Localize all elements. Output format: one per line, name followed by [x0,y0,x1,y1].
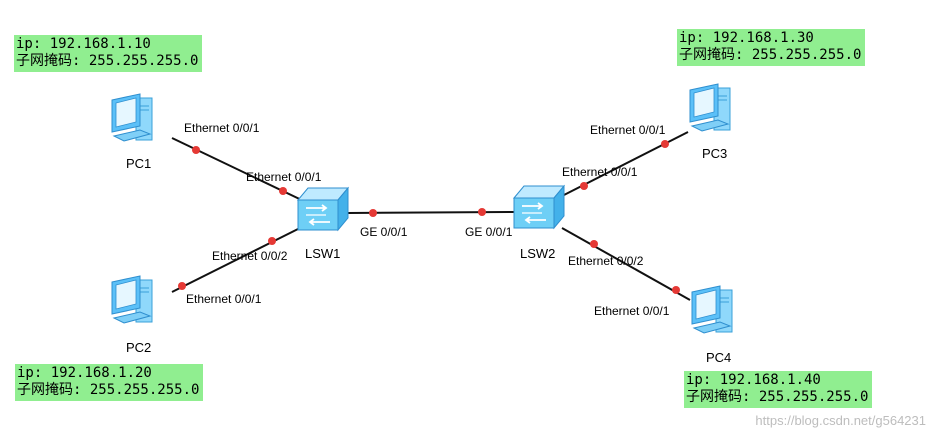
pc1-node[interactable]: PC1 [111,93,153,171]
lsw1-port-pc2-label: Ethernet 0/0/2 [212,249,288,263]
lsw1-uplink-label: GE 0/0/1 [360,225,408,239]
pc2-mask: 子网掩码: 255.255.255.0 [17,382,200,398]
port-dot [580,182,588,190]
lsw2-node[interactable]: LSW2 [513,185,565,261]
port-dot [192,146,200,154]
link-pc2-lsw1 [171,227,301,293]
lsw2-label: LSW2 [520,246,555,261]
pc1-label: PC1 [126,156,151,171]
link-lsw2-pc4 [561,227,691,301]
pc4-info-box: ip: 192.168.1.40 子网掩码: 255.255.255.0 [684,371,873,408]
pc3-node[interactable]: PC3 [689,83,731,161]
port-labels: Ethernet 0/0/1 Ethernet 0/0/1 Ethernet 0… [184,121,670,318]
pc2-label: PC2 [126,340,151,355]
port-dots [178,140,680,294]
pc2-port-label: Ethernet 0/0/1 [186,292,262,306]
lsw2-uplink-label: GE 0/0/1 [465,225,513,239]
lsw1-label: LSW1 [305,246,340,261]
port-dot [268,237,276,245]
pc1-ip: ip: 192.168.1.10 [16,36,151,52]
port-dot [178,282,186,290]
pc-icon [691,285,733,334]
pc4-label: PC4 [706,350,731,365]
pc3-ip: ip: 192.168.1.30 [679,30,814,46]
pc4-mask: 子网掩码: 255.255.255.0 [686,389,869,405]
port-dot [590,240,598,248]
lsw1-port-pc1-label: Ethernet 0/0/1 [246,170,322,184]
pc-icon [689,83,731,132]
pc3-mask: 子网掩码: 255.255.255.0 [679,47,862,63]
pc3-label: PC3 [702,146,727,161]
pc-icon [111,275,153,324]
pc1-info-box: ip: 192.168.1.10 子网掩码: 255.255.255.0 [14,35,203,72]
pc2-node[interactable]: PC2 [111,275,153,355]
port-dot [661,140,669,148]
switch-icon [297,187,349,231]
pc1-port-label: Ethernet 0/0/1 [184,121,260,135]
switch-icon [513,185,565,229]
watermark: https://blog.csdn.net/g564231 [755,413,926,428]
port-dot [672,286,680,294]
pc-icon [111,93,153,142]
pc2-ip: ip: 192.168.1.20 [17,365,152,381]
links [171,131,691,301]
port-dot [369,209,377,217]
pc4-node[interactable]: PC4 [691,285,733,365]
pc4-port-label: Ethernet 0/0/1 [594,304,670,318]
port-dot [478,208,486,216]
pc4-ip: ip: 192.168.1.40 [686,372,821,388]
lsw2-port-pc3-label: Ethernet 0/0/1 [562,165,638,179]
port-dot [279,187,287,195]
pc3-info-box: ip: 192.168.1.30 子网掩码: 255.255.255.0 [677,29,866,66]
pc2-info-box: ip: 192.168.1.20 子网掩码: 255.255.255.0 [15,364,204,401]
lsw2-port-pc4-label: Ethernet 0/0/2 [568,254,644,268]
lsw1-node[interactable]: LSW1 [297,187,349,261]
pc1-mask: 子网掩码: 255.255.255.0 [16,53,199,69]
pc3-port-label: Ethernet 0/0/1 [590,123,666,137]
